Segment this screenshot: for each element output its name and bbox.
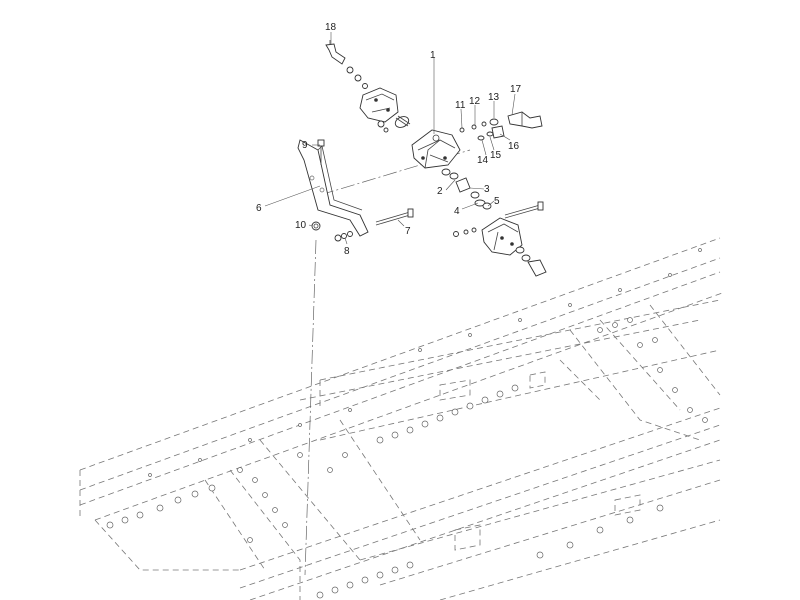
label-9: 9 xyxy=(302,140,308,151)
mounting-bracket xyxy=(297,139,369,237)
bolt-7 xyxy=(375,208,414,226)
lower-valve-assembly xyxy=(453,201,547,277)
right-fittings xyxy=(459,111,543,141)
label-14: 14 xyxy=(477,155,489,166)
washers-8 xyxy=(334,231,353,242)
label-11: 11 xyxy=(455,100,466,111)
label-2: 2 xyxy=(437,186,443,197)
elbow-fitting-18 xyxy=(325,40,346,65)
callout-labels: 1 2 3 4 5 6 7 8 9 10 11 12 13 14 15 16 1… xyxy=(256,22,522,257)
label-8: 8 xyxy=(344,246,350,257)
bolt-9 xyxy=(317,139,325,165)
label-17: 17 xyxy=(510,84,522,95)
label-6: 6 xyxy=(256,203,262,214)
label-15: 15 xyxy=(490,150,502,161)
nut-10 xyxy=(311,221,321,231)
label-1: 1 xyxy=(430,50,436,61)
chassis-frame xyxy=(79,237,726,600)
label-7: 7 xyxy=(405,226,411,237)
frame-holes xyxy=(106,248,708,599)
label-12: 12 xyxy=(469,96,481,107)
label-3: 3 xyxy=(484,184,490,195)
label-18: 18 xyxy=(325,22,337,33)
upper-valve-assembly xyxy=(346,66,411,133)
leader-lines xyxy=(264,32,516,245)
label-10: 10 xyxy=(295,220,307,231)
label-16: 16 xyxy=(508,141,520,152)
relay-valve-1 xyxy=(411,129,461,169)
label-5: 5 xyxy=(494,196,500,207)
label-4: 4 xyxy=(454,206,460,217)
center-lines xyxy=(304,149,471,576)
lower-fittings xyxy=(441,168,492,210)
label-13: 13 xyxy=(488,92,500,103)
